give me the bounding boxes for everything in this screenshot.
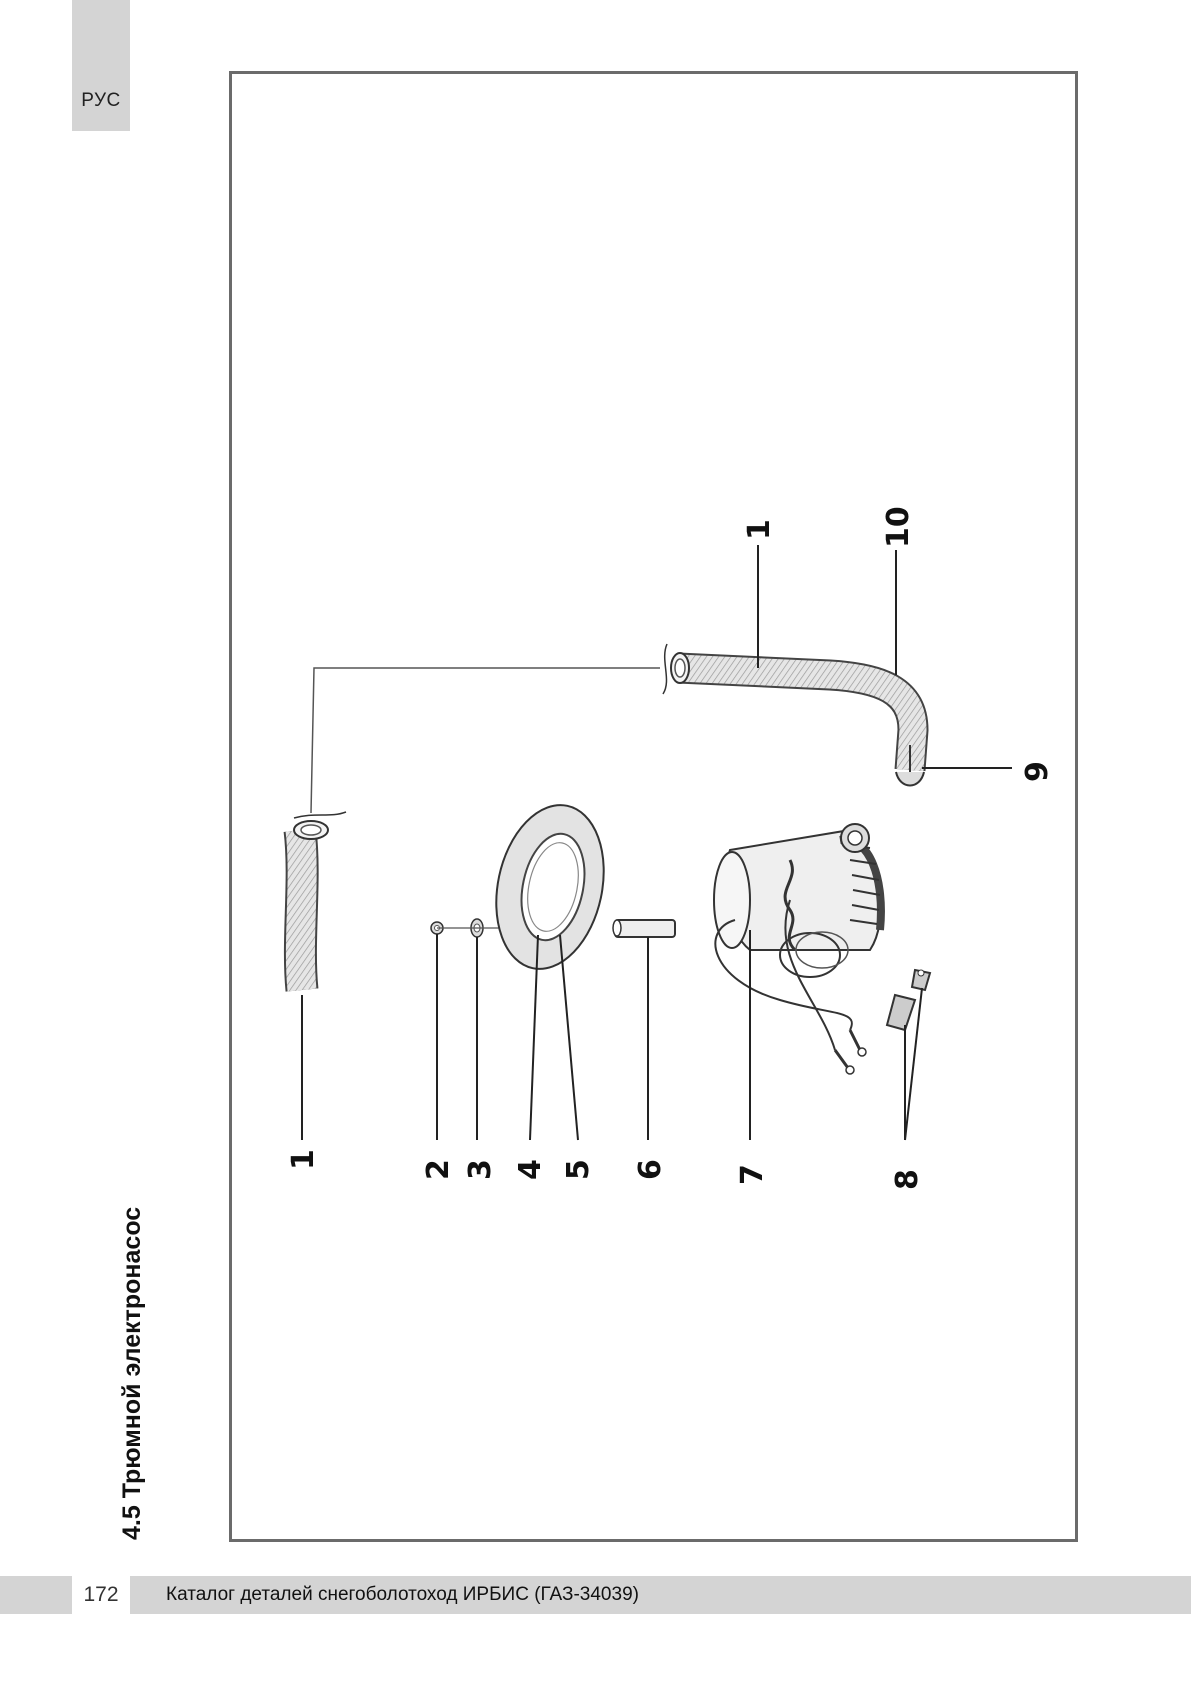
connectors-part-8 xyxy=(885,968,932,1032)
callout-5: 5 xyxy=(561,1159,596,1180)
page-number: 172 xyxy=(72,1576,130,1614)
pipe-part-6 xyxy=(612,919,676,938)
hose-with-elbow xyxy=(662,643,929,787)
callout-1-right: 1 xyxy=(742,519,777,540)
callout-9: 9 xyxy=(1020,761,1055,782)
language-tab: РУС xyxy=(72,0,130,131)
hose-part-1 xyxy=(283,811,347,992)
callout-3: 3 xyxy=(463,1159,498,1180)
callout-6: 6 xyxy=(633,1159,668,1180)
footer-bar xyxy=(0,1576,1191,1614)
callout-2: 2 xyxy=(421,1159,456,1180)
callout-4: 4 xyxy=(513,1159,548,1180)
bilge-pump-part-7 xyxy=(713,823,885,1075)
callout-8: 8 xyxy=(890,1169,925,1190)
language-label: РУС xyxy=(81,89,121,111)
diagram-frame xyxy=(229,71,1078,1542)
hose-connection-line xyxy=(310,667,660,814)
catalog-title: Каталог деталей снегоболотоход ИРБИС (ГА… xyxy=(166,1584,639,1605)
callout-1-left: 1 xyxy=(286,1149,321,1170)
flange-part-4 xyxy=(495,804,605,970)
callout-10: 10 xyxy=(881,506,916,548)
callout-7: 7 xyxy=(735,1164,770,1185)
leader-lines xyxy=(301,545,1012,1141)
